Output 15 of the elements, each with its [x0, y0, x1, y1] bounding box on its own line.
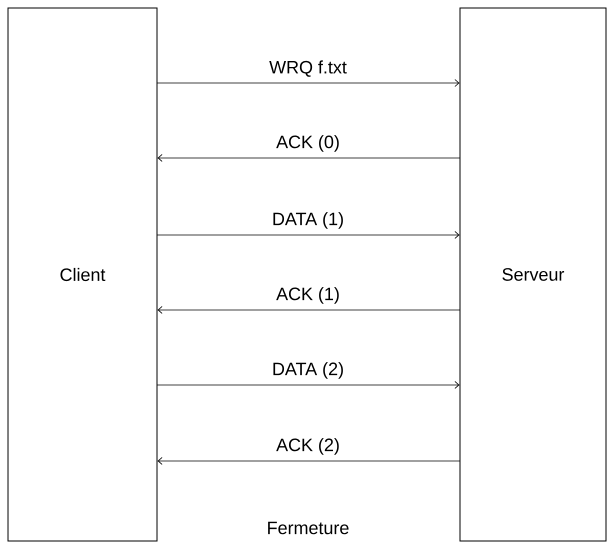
edge-label: ACK (0)	[276, 135, 339, 152]
message-arrow	[157, 381, 460, 389]
edge-label: ACK (2)	[276, 438, 339, 455]
message-arrow	[158, 154, 460, 162]
edge-label: DATA (2)	[273, 362, 343, 379]
participant-box: Client	[8, 7, 158, 542]
message-arrow	[157, 231, 460, 239]
message-arrow	[158, 457, 460, 465]
edge-label: ACK (1)	[276, 287, 339, 304]
edge-label: WRQ f.txt	[269, 60, 347, 77]
message-arrow	[158, 306, 460, 314]
participant-box: Serveur	[460, 7, 606, 542]
edge-label: DATA (1)	[273, 212, 343, 229]
closing-label: Fermeture	[268, 522, 349, 534]
message-arrow	[157, 79, 460, 87]
